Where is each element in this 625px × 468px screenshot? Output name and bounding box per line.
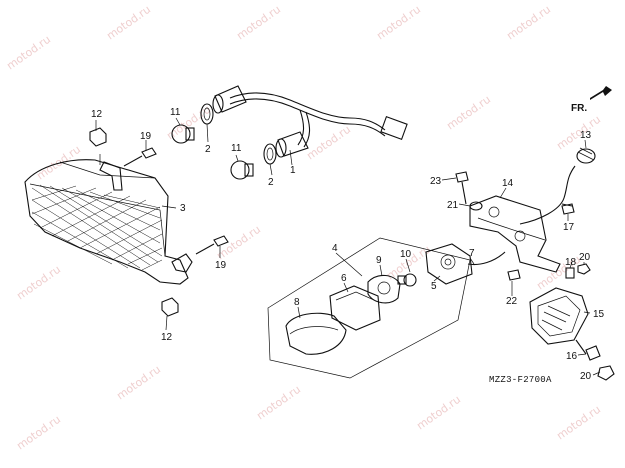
watermark: motod.ru bbox=[114, 363, 163, 403]
nut-20-lower bbox=[597, 365, 615, 381]
grommet bbox=[576, 147, 596, 164]
reflector bbox=[529, 287, 589, 345]
watermark: motod.ru bbox=[504, 3, 553, 43]
callout-12-upper: 12 bbox=[91, 109, 103, 120]
callout-11-lower: 11 bbox=[231, 143, 242, 154]
watermark: motod.ru bbox=[254, 383, 303, 423]
watermark: motod.ru bbox=[374, 3, 423, 43]
watermark: motod.ru bbox=[214, 223, 263, 263]
callout-5: 5 bbox=[431, 281, 437, 292]
callout-10: 10 bbox=[400, 249, 412, 260]
callout-11-upper: 11 bbox=[170, 107, 181, 118]
watermark: motod.ru bbox=[14, 413, 63, 453]
watermark: motod.ru bbox=[304, 123, 353, 163]
socket-harness bbox=[212, 85, 408, 158]
callout-20-upper: 20 bbox=[579, 252, 591, 263]
bulb-lower bbox=[230, 160, 254, 180]
callout-7: 7 bbox=[469, 248, 475, 259]
watermark-layer: motod.ru motod.ru motod.ru motod.ru moto… bbox=[4, 3, 603, 453]
callout-19-lower: 19 bbox=[215, 260, 227, 271]
front-direction-indicator: FR. bbox=[571, 86, 612, 114]
bolt-23 bbox=[455, 171, 469, 205]
watermark: motod.ru bbox=[554, 113, 603, 153]
bolt-16 bbox=[575, 339, 601, 361]
screw-upper bbox=[123, 147, 157, 167]
plug-17 bbox=[561, 203, 575, 215]
watermark: motod.ru bbox=[4, 33, 53, 73]
watermark: motod.ru bbox=[14, 263, 63, 303]
nut-20-upper bbox=[577, 263, 591, 275]
callout-2-lower: 2 bbox=[268, 177, 274, 188]
callout-18: 18 bbox=[565, 257, 577, 268]
callout-22: 22 bbox=[506, 296, 518, 307]
license-lamp-group bbox=[267, 237, 506, 379]
license-bracket bbox=[469, 165, 576, 273]
callout-6: 6 bbox=[341, 273, 347, 284]
callout-14: 14 bbox=[502, 178, 514, 189]
callout-2-upper: 2 bbox=[205, 144, 211, 155]
watermark: motod.ru bbox=[554, 403, 603, 443]
callout-16: 16 bbox=[566, 351, 578, 362]
callout-12-lower: 12 bbox=[161, 332, 173, 343]
bulb-upper bbox=[171, 124, 195, 144]
front-arrow-icon bbox=[590, 86, 612, 100]
callout-3: 3 bbox=[180, 203, 186, 214]
screw-lower bbox=[195, 235, 229, 255]
watermark: motod.ru bbox=[414, 393, 463, 433]
callout-labels: 12 11 2 19 11 2 1 3 19 12 4 6 8 9 10 5 7… bbox=[91, 107, 605, 382]
front-direction-label: FR. bbox=[571, 103, 587, 114]
callout-17: 17 bbox=[563, 222, 575, 233]
callout-13: 13 bbox=[580, 130, 592, 141]
bolt-22 bbox=[507, 269, 521, 281]
tail-lamp-unit bbox=[24, 159, 193, 285]
packing-ring-lower bbox=[263, 143, 277, 165]
diagram-code: MZZ3-F2700A bbox=[489, 375, 552, 385]
callout-1: 1 bbox=[290, 165, 296, 176]
callout-4: 4 bbox=[332, 243, 338, 254]
callout-23: 23 bbox=[430, 176, 442, 187]
callout-20-lower: 20 bbox=[580, 371, 592, 382]
watermark: motod.ru bbox=[104, 3, 153, 43]
nut-upper bbox=[89, 127, 107, 147]
callout-8: 8 bbox=[294, 297, 300, 308]
nut-lower bbox=[161, 297, 179, 317]
watermark: motod.ru bbox=[234, 3, 283, 43]
callout-15: 15 bbox=[593, 309, 605, 320]
callout-19-upper: 19 bbox=[140, 131, 152, 142]
watermark: motod.ru bbox=[444, 93, 493, 133]
callout-9: 9 bbox=[376, 255, 382, 266]
callout-21: 21 bbox=[447, 200, 459, 211]
lens-pattern bbox=[31, 184, 163, 271]
leader-lines bbox=[95, 117, 601, 376]
